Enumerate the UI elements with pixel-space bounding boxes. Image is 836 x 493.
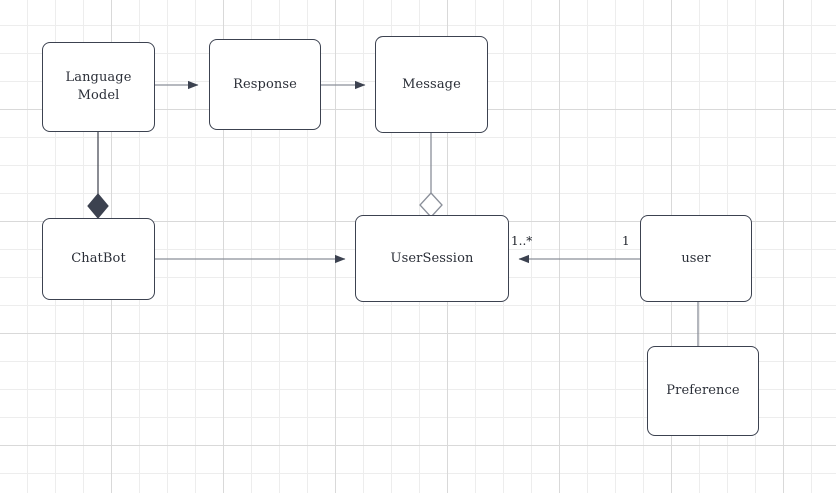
node-preference-label: Preference xyxy=(666,383,740,399)
node-message[interactable]: Message xyxy=(375,36,488,133)
node-language-model-label: Language Model xyxy=(65,70,132,103)
node-user[interactable]: user xyxy=(640,215,752,302)
node-message-label: Message xyxy=(402,76,461,92)
node-usersession-label: UserSession xyxy=(390,250,474,266)
node-language-model[interactable]: Language Model xyxy=(42,42,155,132)
edge-message-to-usersession[interactable] xyxy=(419,133,443,218)
node-chatbot[interactable]: ChatBot xyxy=(42,218,155,300)
node-preference[interactable]: Preference xyxy=(647,346,759,436)
composition-diamond-icon xyxy=(87,193,109,219)
aggregation-diamond-icon xyxy=(419,192,443,218)
node-chatbot-label: ChatBot xyxy=(71,251,126,267)
node-user-label: user xyxy=(681,250,711,266)
node-response-label: Response xyxy=(233,76,297,92)
node-response[interactable]: Response xyxy=(209,39,321,130)
node-usersession[interactable]: UserSession xyxy=(355,215,509,302)
edge-language-model-to-chatbot[interactable] xyxy=(87,132,109,219)
multiplicity-label-user: 1 xyxy=(622,234,630,248)
multiplicity-label-usersession: 1..* xyxy=(511,234,533,248)
